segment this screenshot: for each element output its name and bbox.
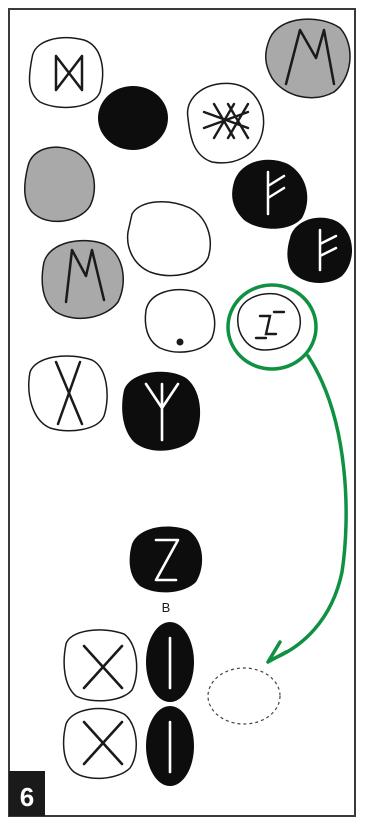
stone-selected-sowilo[interactable] [238,294,301,350]
stone-gebo-bottom-1[interactable] [64,630,137,701]
stone-sowilo-b[interactable] [130,526,203,592]
stone-mannaz-grey[interactable] [266,19,350,98]
stone-dagaz[interactable] [29,38,102,108]
stone-gebo[interactable] [29,356,107,431]
stone-mannaz-grey-2[interactable] [42,241,123,319]
stone-gebo-bottom-2[interactable] [64,709,137,779]
stone-grey-blank[interactable] [25,147,95,221]
move-arrow-head-icon [268,642,286,662]
stone-fehu-1[interactable] [232,160,307,229]
stone-algiz[interactable] [122,372,200,451]
stone-ingwaz-pair[interactable] [188,83,264,162]
stone-isa-2[interactable] [146,706,194,786]
step-number: 6 [20,782,34,812]
stone-dot[interactable] [145,290,214,352]
dot-mark-icon [177,339,184,346]
move-arrow [270,356,346,660]
empty-target-slot[interactable] [208,668,280,724]
stone-isa-1[interactable] [146,622,194,702]
stone-fehu-2[interactable] [287,218,352,283]
stone-white-blank[interactable] [128,202,211,276]
stone-b-label: B [162,600,171,615]
stone-black-blank-1[interactable] [98,86,168,150]
